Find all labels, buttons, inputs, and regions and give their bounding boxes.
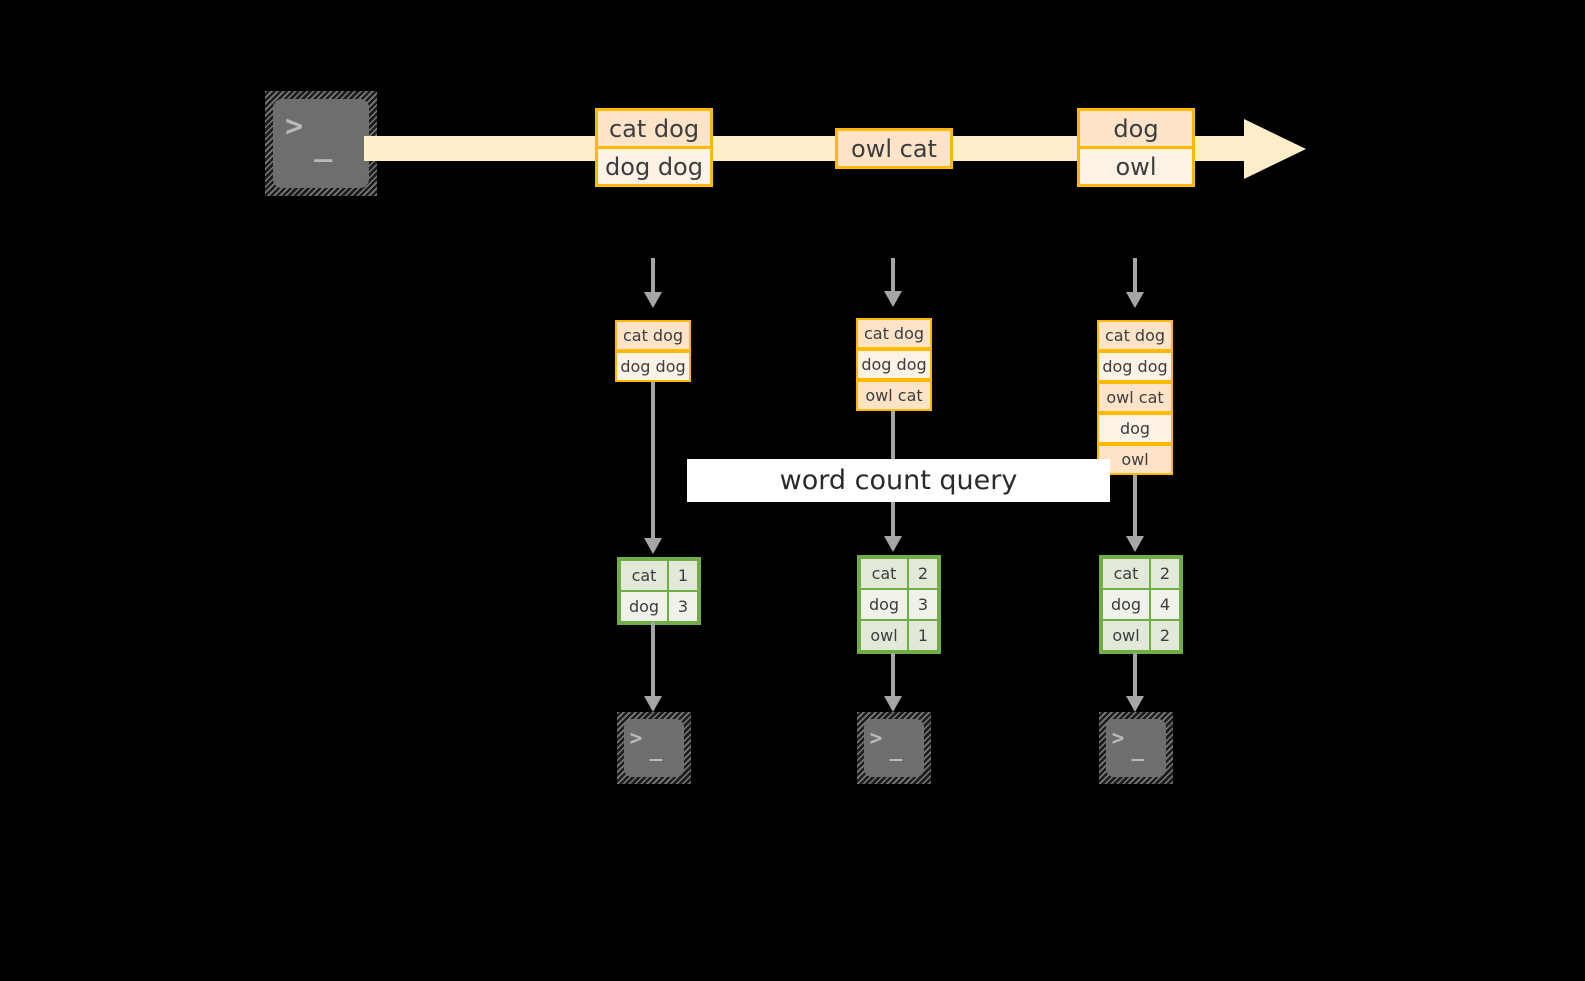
output-connector bbox=[1133, 653, 1137, 698]
result-word: cat bbox=[1102, 558, 1150, 589]
terminal-prompt-chevron-icon: > bbox=[629, 725, 643, 750]
terminal-prompt-chevron-icon: > bbox=[869, 725, 883, 750]
snapshot-tap-connector bbox=[1133, 258, 1137, 294]
table-row: cat 2 bbox=[1102, 558, 1180, 589]
result-word: dog bbox=[1102, 589, 1150, 620]
result-table: cat 2 dog 4 owl 2 bbox=[1099, 555, 1183, 654]
stream-record-line: dog bbox=[1077, 108, 1195, 149]
output-terminal-icon[interactable]: > _ bbox=[1099, 712, 1173, 784]
query-connector-arrowhead-icon bbox=[1126, 536, 1144, 552]
result-word: owl bbox=[1102, 620, 1150, 651]
query-connector-arrowhead-icon bbox=[644, 538, 662, 554]
result-word: cat bbox=[860, 558, 908, 589]
output-connector-arrowhead-icon bbox=[1126, 696, 1144, 712]
result-word: owl bbox=[860, 620, 908, 651]
terminal-prompt-cursor-icon: _ bbox=[1131, 736, 1145, 761]
stream-record-line: dog dog bbox=[595, 146, 713, 187]
source-terminal-icon[interactable]: > _ bbox=[265, 91, 377, 196]
terminal-prompt-cursor-icon: _ bbox=[649, 736, 663, 761]
snapshot-input-line: owl cat bbox=[1097, 382, 1173, 413]
output-terminal-icon[interactable]: > _ bbox=[857, 712, 931, 784]
snapshot-input-line: dog dog bbox=[1097, 351, 1173, 382]
snapshot-input-line: dog bbox=[1097, 413, 1173, 444]
table-row: cat 1 bbox=[620, 560, 698, 591]
terminal-screen bbox=[624, 719, 684, 777]
result-count: 2 bbox=[1150, 558, 1180, 589]
stream-timeline-arrowhead-icon bbox=[1244, 119, 1306, 179]
result-table: cat 2 dog 3 owl 1 bbox=[857, 555, 941, 654]
table-row: cat 2 bbox=[860, 558, 938, 589]
result-count: 2 bbox=[908, 558, 938, 589]
result-count: 3 bbox=[668, 591, 698, 622]
result-word: cat bbox=[620, 560, 668, 591]
stream-record-line: owl cat bbox=[835, 128, 953, 169]
result-table: cat 1 dog 3 bbox=[617, 557, 701, 625]
output-connector bbox=[651, 622, 655, 698]
snapshot-input-line: dog dog bbox=[856, 349, 932, 380]
output-connector bbox=[891, 653, 895, 698]
query-connector bbox=[1133, 475, 1137, 538]
snapshot-input-line: owl cat bbox=[856, 380, 932, 411]
query-connector-arrowhead-icon bbox=[884, 536, 902, 552]
result-count: 4 bbox=[1150, 589, 1180, 620]
result-count: 3 bbox=[908, 589, 938, 620]
snapshot-tap-arrowhead-icon bbox=[644, 292, 662, 308]
snapshot-tap-connector bbox=[651, 258, 655, 294]
table-row: owl 1 bbox=[860, 620, 938, 651]
terminal-prompt-cursor-icon: _ bbox=[314, 127, 333, 163]
output-connector-arrowhead-icon bbox=[884, 696, 902, 712]
terminal-prompt-chevron-icon: > bbox=[285, 109, 304, 144]
table-row: dog 4 bbox=[1102, 589, 1180, 620]
output-terminal-icon[interactable]: > _ bbox=[617, 712, 691, 784]
query-connector bbox=[651, 382, 655, 540]
result-count: 1 bbox=[908, 620, 938, 651]
snapshot-input-line: cat dog bbox=[1097, 320, 1173, 351]
snapshot-tap-connector bbox=[891, 258, 895, 293]
terminal-prompt-chevron-icon: > bbox=[1111, 725, 1125, 750]
stream-record-line: cat dog bbox=[595, 108, 713, 149]
snapshot-tap-arrowhead-icon bbox=[884, 291, 902, 307]
output-connector-arrowhead-icon bbox=[644, 696, 662, 712]
result-word: dog bbox=[860, 589, 908, 620]
terminal-screen bbox=[864, 719, 924, 777]
query-label: word count query bbox=[687, 459, 1110, 502]
snapshot-tap-arrowhead-icon bbox=[1126, 292, 1144, 308]
terminal-prompt-cursor-icon: _ bbox=[889, 736, 903, 761]
result-word: dog bbox=[620, 591, 668, 622]
snapshot-input-line: dog dog bbox=[615, 351, 691, 382]
terminal-screen bbox=[273, 99, 369, 188]
table-row: dog 3 bbox=[860, 589, 938, 620]
table-row: dog 3 bbox=[620, 591, 698, 622]
stream-record-line: owl bbox=[1077, 146, 1195, 187]
result-count: 1 bbox=[668, 560, 698, 591]
result-count: 2 bbox=[1150, 620, 1180, 651]
terminal-screen bbox=[1106, 719, 1166, 777]
snapshot-input-line: cat dog bbox=[856, 318, 932, 349]
snapshot-input-line: cat dog bbox=[615, 320, 691, 351]
table-row: owl 2 bbox=[1102, 620, 1180, 651]
